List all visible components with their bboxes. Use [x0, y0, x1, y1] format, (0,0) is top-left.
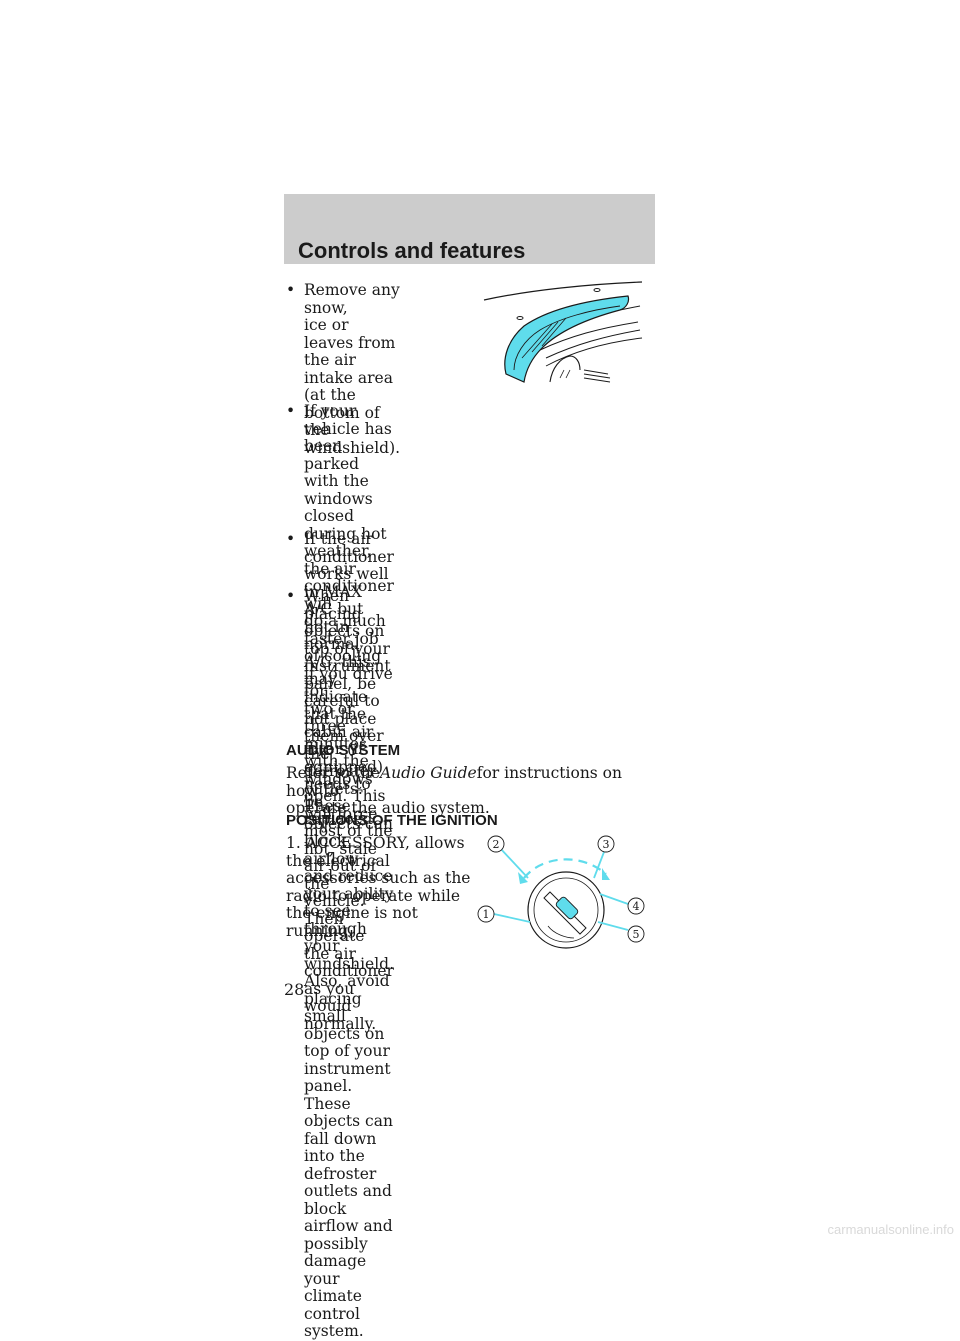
windshield-air-intake-illustration [483, 281, 643, 383]
text-line: not in normal A/C, this may indicate tha… [304, 617, 371, 723]
text-line: airflow and possibly damage your climate… [304, 1217, 393, 1323]
watermark-footer: carmanualsonline.info [827, 1222, 954, 1237]
text-line: closed during hot weather, the air condi… [304, 507, 394, 613]
text-line: the engine is not [286, 904, 418, 922]
callout-1: 1 [477, 905, 495, 923]
text-line: the windshield). [304, 421, 401, 457]
text-line: accessories such as the [286, 869, 471, 887]
section-title: Controls and features [298, 238, 526, 263]
ignition-positions-heading: POSITIONS OF THE IGNITION [286, 812, 498, 829]
bullet-mark: • [286, 530, 296, 548]
text-line: When placing objects on top of your inst… [304, 587, 391, 675]
text-line: If the air conditioner works well in MAX… [304, 530, 394, 618]
text-line: two or three minutes with the windows op… [304, 699, 386, 805]
bullet-text: If the air conditioner works well in MAX… [304, 530, 394, 829]
text-line: vehicle. Then operate the air conditione… [304, 892, 394, 998]
ignition-accessory-paragraph: 1. ACCESSORY, allows the electrical acce… [286, 834, 476, 940]
text-line: running. [286, 921, 354, 940]
callout-2: 2 [487, 835, 505, 853]
text-line: and reduce your ability to see through y… [304, 867, 394, 955]
text-line: system. [304, 1322, 364, 1340]
text-line: will force most of the hot, stale air ou… [304, 804, 393, 893]
svg-text:3: 3 [603, 838, 610, 851]
text-line: 1. ACCESSORY, allows [286, 834, 465, 852]
audio-guide-title: Audio Guide [379, 764, 477, 782]
bullet-mark: • [286, 281, 296, 299]
text-line: ice or leaves from [304, 316, 396, 352]
page-number: 28 [284, 980, 305, 999]
section-header: Controls and features [284, 194, 655, 264]
text-line: (at the bottom of [304, 386, 380, 422]
text-line: panel, be careful to not place them over… [304, 674, 384, 763]
svg-text:5: 5 [633, 928, 640, 941]
ignition-switch-illustration: 2 3 4 1 5 [477, 835, 645, 949]
text-line: windshield. Also, avoid placing small ob… [304, 954, 395, 1043]
bullet-text: If your vehicle has been parked with the… [304, 402, 394, 1033]
bullet-mark: • [286, 402, 296, 420]
text-line: would normally. [304, 997, 377, 1033]
text-line: the electrical [286, 851, 390, 870]
text-line: defroster outlets. These objects can blo… [304, 762, 393, 868]
svg-text:4: 4 [633, 900, 640, 913]
callout-4: 4 [627, 897, 645, 915]
bullet-text: Remove any snow, ice or leaves from the … [304, 281, 401, 457]
text-line: cabin air filter (if equipped) needs to … [304, 722, 384, 828]
text-line: Remove any snow, [304, 281, 400, 317]
text-line: If your vehicle has been parked with the… [304, 402, 392, 508]
bullet-mark: • [286, 587, 296, 605]
text-line: operate the audio system. [286, 799, 490, 817]
callout-3: 3 [597, 835, 615, 853]
svg-text:1: 1 [483, 908, 490, 921]
text-run: Refer to the [286, 764, 380, 782]
audio-system-paragraph: Refer to theAudio Guidefor instructions … [286, 764, 658, 818]
text-run: for instructions on how to [286, 764, 623, 800]
text-line: fall down into the defroster outlets and… [304, 1129, 392, 1218]
text-line: do a much faster job of cooling if you d… [304, 612, 393, 700]
text-line: top of your instrument panel. These obje… [304, 1042, 393, 1130]
svg-text:2: 2 [493, 838, 500, 851]
callout-5: 5 [627, 925, 645, 943]
text-line: the air intake area [304, 351, 393, 387]
text-line: Refer to theAudio Guidefor instructions … [286, 764, 658, 800]
text-line: radio to operate while [286, 886, 461, 905]
audio-system-heading: AUDIO SYSTEM [286, 742, 401, 759]
bullet-text: When placing objects on top of your inst… [304, 587, 395, 1341]
